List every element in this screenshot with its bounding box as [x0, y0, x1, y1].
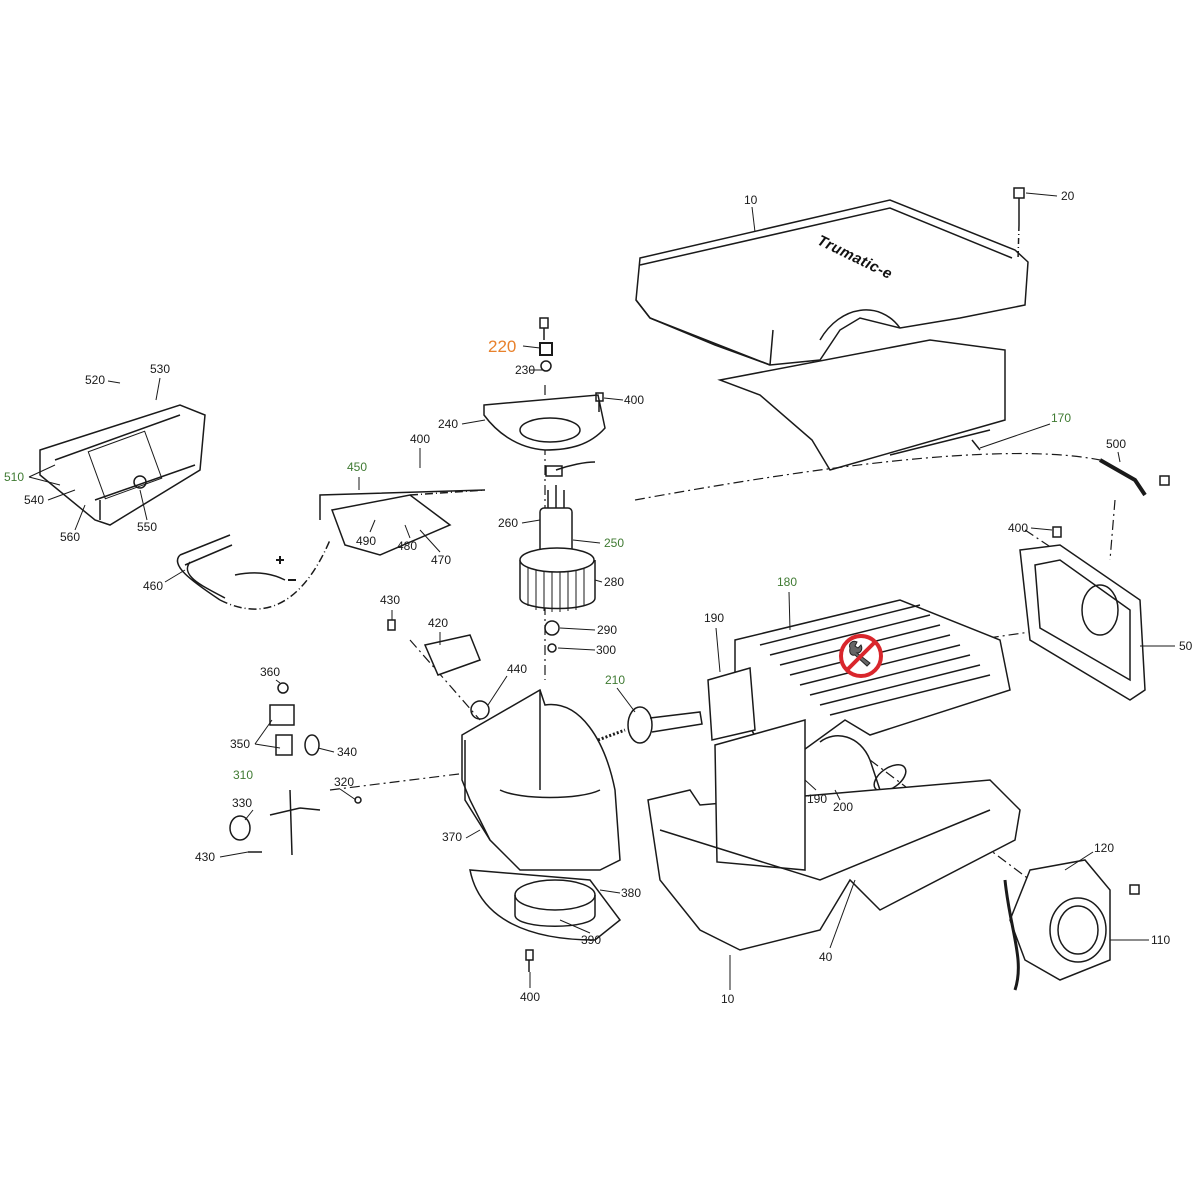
part-label-400: 400	[520, 990, 541, 1004]
part-label-50: 50	[1179, 639, 1193, 653]
part-label-220-highlighted[interactable]: 220	[488, 337, 517, 356]
control-box-part-510	[39, 404, 206, 526]
part-label-430: 430	[195, 850, 216, 864]
part-label-490: 490	[356, 534, 377, 548]
part-label-400: 400	[410, 432, 431, 446]
part-label-460: 460	[143, 579, 164, 593]
part-label-390: 390	[581, 933, 602, 947]
screw-part-20	[1013, 187, 1025, 261]
part-label-360: 360	[260, 665, 281, 679]
part-label-380: 380	[621, 886, 642, 900]
part-label-400: 400	[1008, 521, 1029, 535]
part-label-510: 510	[4, 470, 25, 484]
part-label-530: 530	[150, 362, 171, 376]
blower-housing-part-370	[461, 688, 621, 871]
blower-part-380	[469, 869, 622, 972]
part-label-20: 20	[1061, 189, 1075, 203]
part-label-190: 190	[704, 611, 725, 625]
part-label-500: 500	[1106, 437, 1127, 451]
part-label-440: 440	[507, 662, 528, 676]
part-label-400: 400	[624, 393, 645, 407]
part-label-480: 480	[397, 539, 418, 553]
part-label-230: 230	[515, 363, 536, 377]
bottom-tray-part-10	[647, 719, 1021, 951]
part-label-190: 190	[807, 792, 828, 806]
frame-part-50	[1019, 526, 1146, 701]
part-label-320: 320	[334, 775, 355, 789]
part-label-290: 290	[597, 623, 618, 637]
board-part-450	[319, 489, 486, 556]
part-label-370: 370	[442, 830, 463, 844]
part-label-540: 540	[24, 493, 45, 507]
part-label-110: 110	[1151, 933, 1171, 947]
part-label-340: 340	[337, 745, 358, 759]
part-label-210: 210	[605, 673, 626, 687]
part-label-170: 170	[1051, 411, 1072, 425]
part-label-560: 560	[60, 530, 81, 544]
part-label-420: 420	[428, 616, 449, 630]
cable-part-460	[176, 534, 331, 610]
part-label-250: 250	[604, 536, 625, 550]
wrench-prohibited-icon	[839, 634, 883, 678]
part-label-240: 240	[438, 417, 459, 431]
capacitor-part-420	[387, 619, 490, 720]
part-label-450: 450	[347, 460, 368, 474]
part-label-350: 350	[230, 737, 251, 751]
part-label-10-tray: 10	[721, 992, 735, 1006]
part-label-300: 300	[596, 643, 617, 657]
leader-lines	[28, 192, 1175, 990]
cover-part-10	[635, 199, 1029, 366]
part-label-550: 550	[137, 520, 158, 534]
knob-part-210	[597, 706, 703, 744]
valve-part-310	[229, 682, 362, 856]
adapter-part-110	[1003, 859, 1140, 991]
part-label-330: 330	[232, 796, 253, 810]
part-label-10-cover: 10	[744, 193, 758, 207]
motor-plate-part-240	[483, 317, 606, 451]
cable-part-500	[1099, 458, 1170, 497]
part-label-470: 470	[431, 553, 452, 567]
part-label-520: 520	[85, 373, 106, 387]
part-label-280: 280	[604, 575, 625, 589]
part-label-200: 200	[833, 800, 854, 814]
part-label-260: 260	[498, 516, 519, 530]
part-label-40: 40	[819, 950, 833, 964]
fan-wheel-part-280	[519, 547, 596, 653]
part-label-180: 180	[777, 575, 798, 589]
part-label-430: 430	[380, 593, 401, 607]
part-label-310: 310	[233, 768, 254, 782]
plate-part-170	[717, 339, 1006, 471]
part-label-120: 120	[1094, 841, 1115, 855]
